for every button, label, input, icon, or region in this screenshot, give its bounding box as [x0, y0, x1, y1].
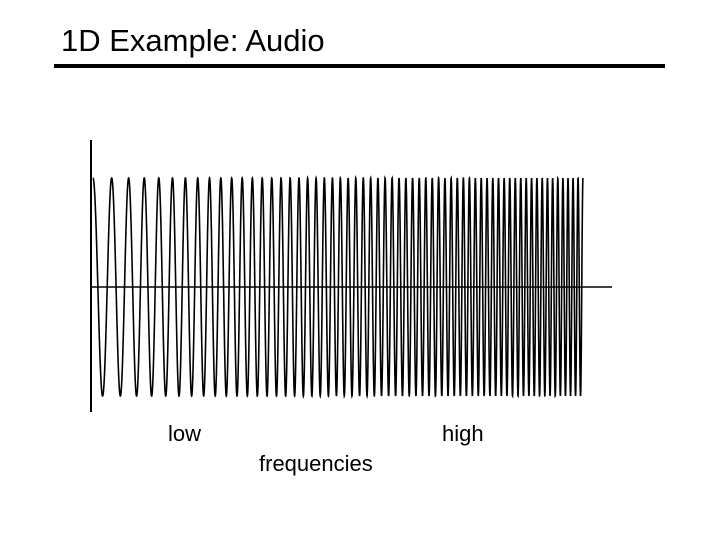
frequencies-axis-label: frequencies — [259, 451, 373, 476]
high-frequency-label: high — [442, 421, 484, 446]
waveform-series-line — [92, 174, 584, 400]
title-underline — [54, 64, 665, 68]
slide-title: 1D Example: Audio — [61, 23, 325, 58]
low-frequency-label: low — [168, 421, 202, 446]
